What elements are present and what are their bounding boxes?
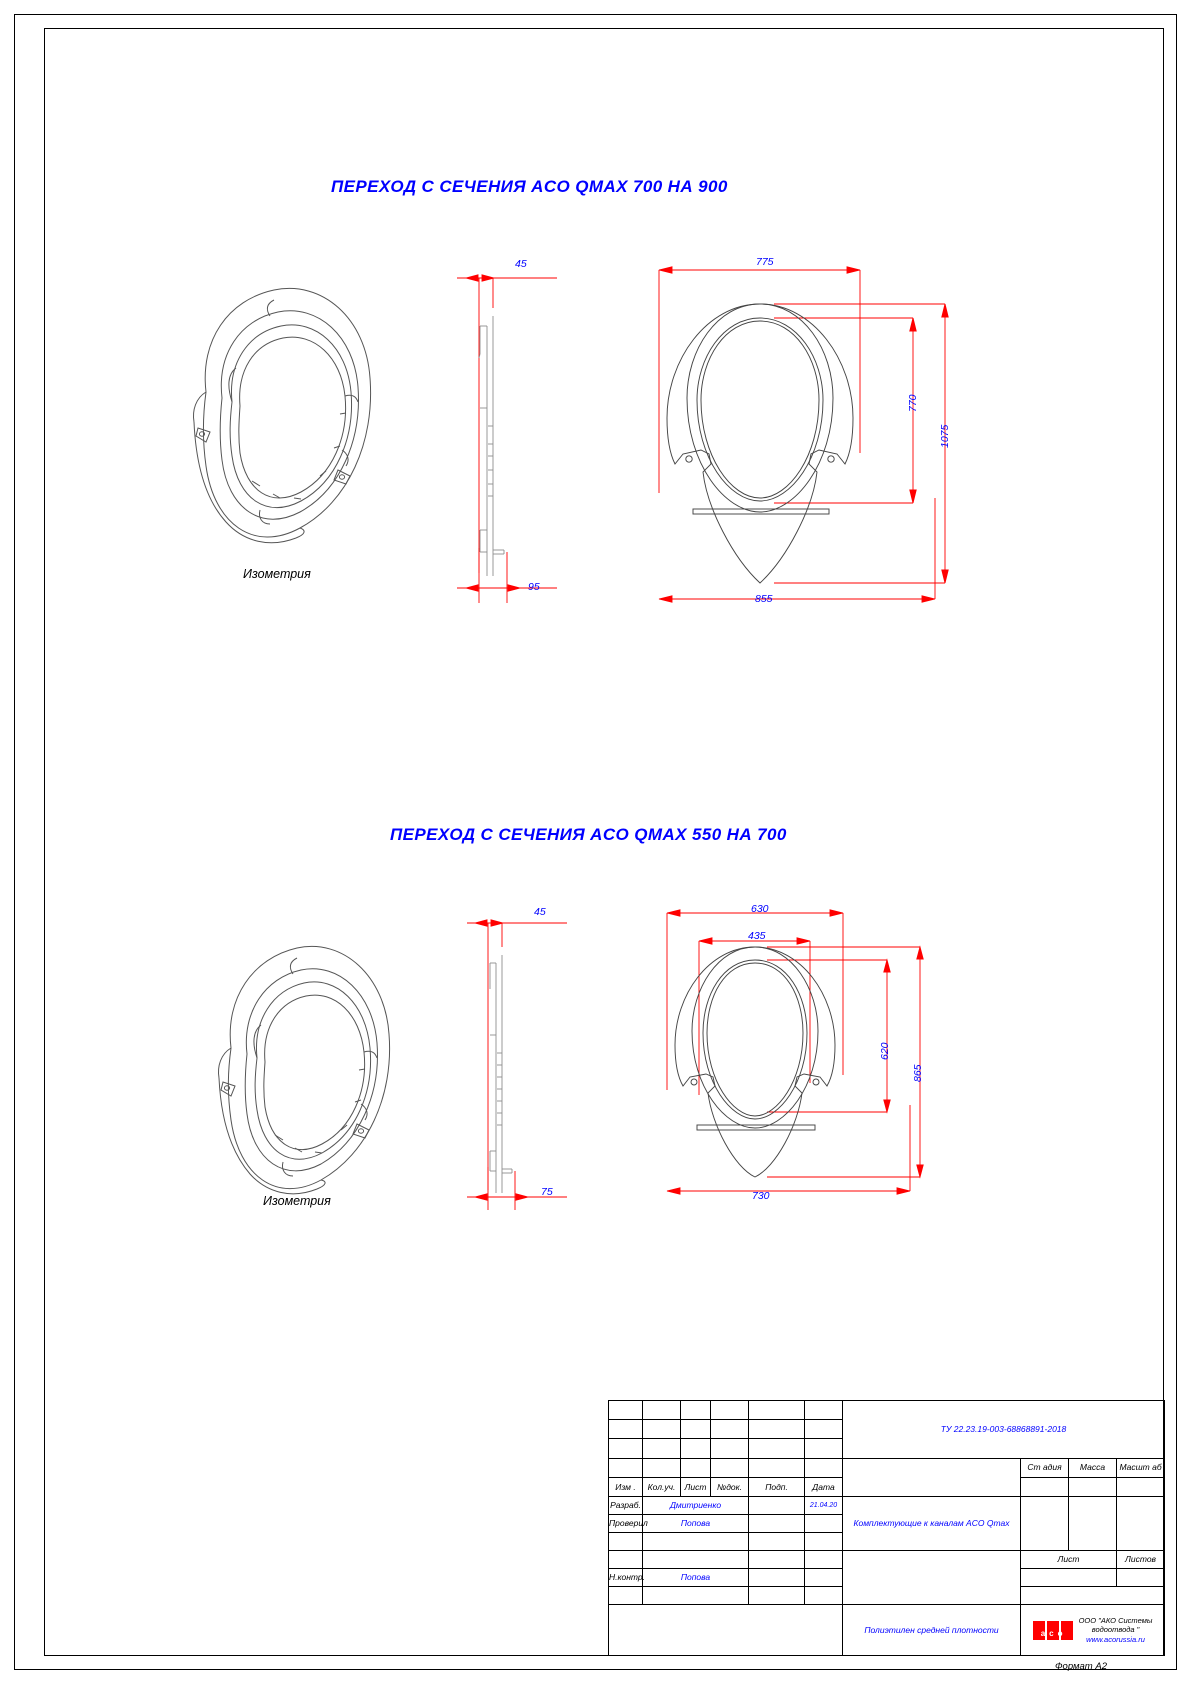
front-view-1 xyxy=(645,258,955,618)
col-header-ndok: №док. xyxy=(710,1476,749,1498)
sheet-border-inner xyxy=(44,28,1164,1656)
aco-logo-icon: aco xyxy=(1032,1620,1073,1640)
col-header-koluch: Кол.уч. xyxy=(642,1476,681,1498)
mass-value xyxy=(1068,1476,1117,1498)
role-date-3 xyxy=(804,1568,843,1588)
dim-front-bottom-1: 855 xyxy=(755,593,773,605)
side-view-1 xyxy=(452,258,562,608)
material-cell: Полиэтилен средней плотности xyxy=(842,1604,1021,1656)
stage-value xyxy=(1020,1476,1069,1498)
side-view-2 xyxy=(462,905,572,1215)
company-line-1: ООО "АКО Системы xyxy=(1078,1615,1153,1625)
dim-side-top-2: 45 xyxy=(534,906,546,918)
company-cell: aco ООО "АКО Системы водоотвода " www.ac… xyxy=(1019,1604,1166,1656)
isometric-label-1: Изометрия xyxy=(243,567,311,581)
role-label-1: Проверил xyxy=(608,1514,648,1534)
dim-side-bottom-2: 75 xyxy=(541,1186,553,1198)
col-header-data: Дата xyxy=(804,1476,843,1498)
dim-front-right-inner-2: 620 xyxy=(879,1042,891,1060)
dim-side-top-1: 45 xyxy=(515,258,527,270)
stage-header: Ст адия xyxy=(1020,1457,1069,1478)
aco-logo-text: aco xyxy=(1040,1629,1067,1639)
scale-header: Масшт аб xyxy=(1115,1457,1166,1478)
dim-front-bottom-2: 730 xyxy=(752,1190,770,1202)
title-block: ТУ 22.23.19-003-68868891-2018 Ст адия Ма… xyxy=(608,1399,1166,1656)
sheet-border-outer xyxy=(14,14,1177,1670)
col-header-izm: Изм . xyxy=(608,1476,643,1498)
isometric-view-2 xyxy=(195,930,405,1210)
product-name-cell: Комплектующие к каналам ACO Qmax xyxy=(842,1496,1021,1552)
front-view-2 xyxy=(655,905,935,1215)
sheet-header: Лист xyxy=(1020,1550,1117,1570)
isometric-label-2: Изометрия xyxy=(263,1194,331,1208)
company-line-2: водоотвода " xyxy=(1091,1625,1140,1635)
dim-front-right-inner-1: 770 xyxy=(907,394,919,412)
role-name-0: Дмитриенко xyxy=(642,1496,749,1516)
scale-value xyxy=(1115,1476,1166,1498)
col-header-list: Лист xyxy=(680,1476,711,1498)
dim-front-right-outer-1: 1075 xyxy=(939,424,951,448)
drawing-title-2: ПЕРЕХОД С СЕЧЕНИЯ ACO QMAX 550 НА 700 xyxy=(390,825,787,844)
role-label-3: Н.контр. xyxy=(608,1568,645,1588)
designation-cell: ТУ 22.23.19-003-68868891-2018 xyxy=(841,1400,1166,1459)
role-date-2 xyxy=(804,1532,843,1552)
role-name-3: Попова xyxy=(642,1568,749,1588)
dim-front-right-outer-2: 865 xyxy=(912,1064,924,1082)
dim-front-top-inner-2: 435 xyxy=(748,930,766,942)
sheet-format-label: Формат А2 xyxy=(1055,1661,1107,1672)
col-header-podp: Подп. xyxy=(748,1476,805,1498)
dim-front-top-1: 775 xyxy=(756,256,774,268)
role-date-1 xyxy=(804,1514,843,1534)
role-label-4 xyxy=(608,1586,643,1606)
drawing-title-1: ПЕРЕХОД С СЕЧЕНИЯ ACO QMAX 700 НА 900 xyxy=(331,177,728,196)
dim-side-bottom-1: 95 xyxy=(528,581,540,593)
sheets-header: Листов xyxy=(1115,1550,1166,1570)
company-text: ООО "АКО Системы водоотвода " www.acorus… xyxy=(1079,1616,1153,1645)
dim-front-top-2: 630 xyxy=(751,903,769,915)
mass-header: Масса xyxy=(1068,1457,1117,1478)
sheets-value xyxy=(1115,1568,1166,1588)
role-name-1: Попова xyxy=(642,1514,749,1534)
company-website: www.acorussia.ru xyxy=(1086,1635,1145,1645)
role-label-0: Разраб. xyxy=(608,1496,643,1516)
role-name-4 xyxy=(642,1586,749,1606)
role-label-2 xyxy=(608,1532,643,1552)
role-date-0: 21.04.20 xyxy=(804,1496,843,1516)
isometric-view-1 xyxy=(170,270,390,560)
role-name-2 xyxy=(642,1532,749,1552)
sheet-value xyxy=(1020,1568,1117,1588)
